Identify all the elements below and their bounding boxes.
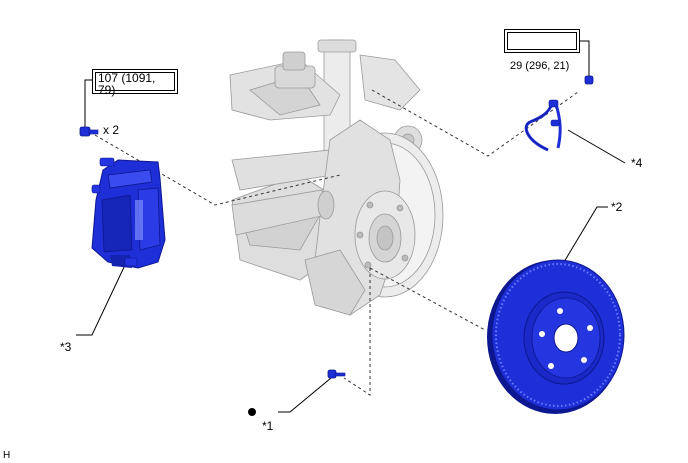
brake-disc: [487, 259, 625, 414]
torque-spec-box-left: 107 (1091, 79): [92, 69, 178, 97]
flexible-hose: [524, 99, 562, 152]
torque-spec-box-inner: [95, 72, 175, 91]
brake-caliper: [91, 157, 166, 269]
torque-spec-box-right: [504, 29, 580, 53]
callout-1: *1: [262, 419, 274, 433]
figure-code: H: [3, 450, 11, 461]
caliper-bolt: [79, 126, 99, 137]
steering-knuckle-assembly: [229, 39, 444, 316]
callout-2: *2: [611, 200, 623, 214]
leader-lines: [76, 40, 626, 413]
torque-spec-left: 107 (1091, 79): [98, 71, 156, 97]
torque-spec-box-inner: [507, 32, 577, 50]
non-reusable-part-dot: [248, 408, 256, 416]
union-bolt: [584, 75, 594, 85]
quantity-label: x 2: [103, 123, 120, 137]
callout-3: *3: [60, 340, 72, 354]
torque-spec-right: 29 (296, 21): [510, 60, 570, 72]
rotor-set-screw: [327, 369, 346, 379]
callout-4: *4: [631, 156, 643, 170]
assembly-guide-lines: [94, 89, 579, 396]
